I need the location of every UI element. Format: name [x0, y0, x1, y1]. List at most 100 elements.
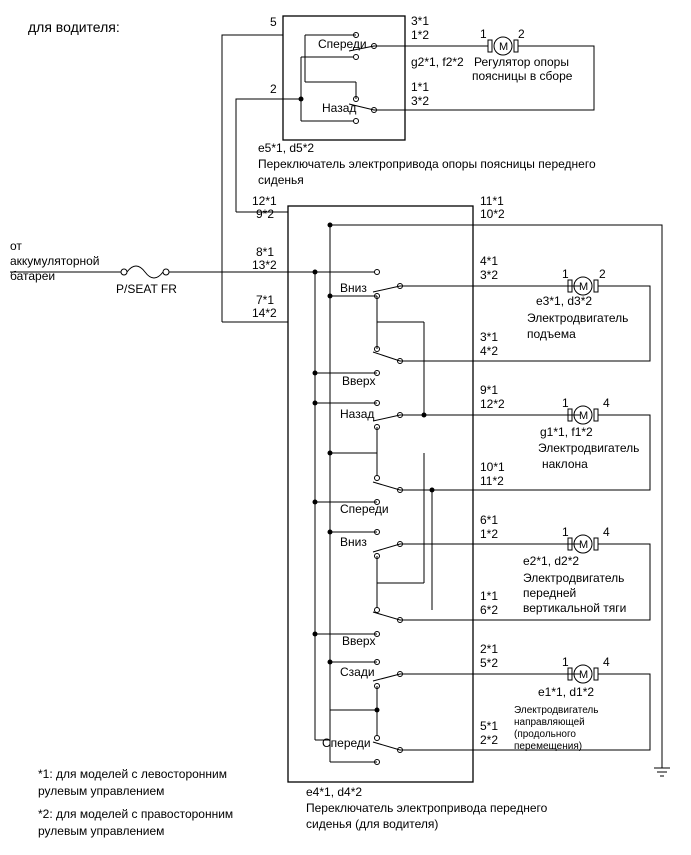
note-2-line-1: *2: для моделей с правосторонним — [38, 807, 233, 821]
seat-pin-9-2: 9*2 — [256, 207, 274, 221]
seat-down-2-label: Вниз — [340, 535, 367, 549]
lumbar-switch-code: e5*1, d5*2 — [258, 141, 314, 155]
motor-lift-code: e3*1, d3*2 — [536, 294, 592, 308]
motor-slide-pin-r: 4 — [603, 655, 610, 669]
seat-switch-box — [287, 205, 474, 783]
seat-pin-7-1: 7*1 — [256, 293, 274, 307]
lumbar-switch-name-2: сиденья — [258, 173, 304, 187]
battery-label-2: аккумуляторной — [10, 254, 100, 268]
seat-pin-5-2: 5*2 — [480, 656, 498, 670]
switch-slide — [315, 659, 651, 765]
note-1-line-2: рулевым управлением — [38, 784, 164, 798]
seat-pin-1-2: 1*2 — [480, 527, 498, 541]
motor-lift-pin-l: 1 — [562, 267, 569, 281]
motor-front-vertical-name-3: вертикальной тяги — [523, 601, 626, 615]
note-1-line-1: *1: для моделей с левосторонним — [38, 767, 227, 781]
motor-lift-name-2: подъема — [527, 327, 576, 341]
seat-pin-12-1: 12*1 — [252, 194, 277, 208]
motor-slide-name-4: перемещения) — [514, 741, 582, 752]
motor-recline-m: M — [579, 410, 588, 422]
seat-up-1-label: Вверх — [342, 374, 375, 388]
seat-rear-label: Сзади — [340, 665, 375, 679]
seat-pin-4-2: 4*2 — [480, 344, 498, 358]
seat-pin-12-2: 12*2 — [480, 397, 505, 411]
seat-pin-1-1: 1*1 — [480, 589, 498, 603]
motor-slide-pin-l: 1 — [562, 655, 569, 669]
seat-pin-5-1: 5*1 — [480, 719, 498, 733]
motor-front-vertical-name-2: передней — [523, 586, 576, 600]
seat-back-label: Назад — [340, 407, 374, 421]
motor-front-vertical-m: M — [579, 539, 588, 551]
page-title: для водителя: — [28, 19, 120, 35]
motor-recline-code: g1*1, f1*2 — [540, 425, 593, 439]
lumbar-motor-pin1: 1 — [480, 27, 487, 41]
motor-slide-m: M — [579, 669, 588, 681]
switch-front-vertical — [312, 453, 651, 637]
seat-pin-2-1: 2*1 — [480, 642, 498, 656]
motor-slide — [564, 664, 616, 684]
lumbar-back-label: Назад — [322, 101, 356, 115]
motor-lift-m: M — [579, 281, 588, 293]
lumbar-forward-label: Спереди — [318, 37, 367, 51]
motor-lift — [564, 276, 616, 296]
seat-pin-10-2: 10*2 — [480, 207, 505, 221]
seat-pin-13-2: 13*2 — [252, 258, 277, 272]
seat-down-1-label: Вниз — [340, 281, 367, 295]
switch-recline — [312, 322, 651, 610]
motor-front-vertical-pin-l: 1 — [562, 525, 569, 539]
lumbar-motor-pin2: 2 — [518, 27, 525, 41]
switch-lift — [312, 269, 651, 376]
seat-pin-2-2: 2*2 — [480, 733, 498, 747]
lumbar-motor-m: M — [499, 41, 508, 53]
motor-slide-name-3: (продольного — [514, 729, 576, 740]
lumbar-pin-2: 2 — [270, 82, 277, 96]
lumbar-motor-name-2: поясницы в сборе — [472, 69, 573, 83]
seat-pin-3-1: 3*1 — [480, 330, 498, 344]
motor-front-vertical-code: e2*1, d2*2 — [523, 554, 579, 568]
seat-forward-1-label: Спереди — [340, 502, 389, 516]
motor-front-vertical-name-1: Электродвигатель — [523, 571, 624, 585]
motor-recline-name-1: Электродвигатель — [538, 441, 639, 455]
seat-pin-6-1: 6*1 — [480, 513, 498, 527]
motor-recline-pin-l: 1 — [562, 396, 569, 410]
seat-pin-10-1: 10*1 — [480, 460, 505, 474]
motor-lift-name-1: Электродвигатель — [527, 311, 628, 325]
lumbar-motor-name-1: Регулятор опоры — [474, 55, 569, 69]
note-2-line-2: рулевым управлением — [38, 824, 164, 838]
motor-front-vertical — [564, 534, 616, 554]
seat-pin-9-1: 9*1 — [480, 383, 498, 397]
lumbar-node — [298, 96, 304, 102]
seat-switch-code: e4*1, d4*2 — [306, 785, 362, 799]
lumbar-pin-3-2: 3*2 — [411, 94, 429, 108]
seat-switch-name-1: Переключатель электропривода переднего — [306, 801, 548, 815]
lumbar-pin-5: 5 — [270, 15, 277, 29]
motor-lift-pin-r: 2 — [599, 267, 606, 281]
ground-icon — [654, 767, 670, 777]
motor-front-vertical-pin-r: 4 — [603, 525, 610, 539]
lumbar-pin-1-2: 1*2 — [411, 28, 429, 42]
lumbar-switch-box — [282, 15, 406, 141]
battery-label-3: батареи — [10, 269, 55, 283]
seat-pin-11-2: 11*2 — [480, 474, 504, 488]
motor-slide-code: e1*1, d1*2 — [538, 685, 594, 699]
lumbar-switch-name-1: Переключатель электропривода опоры поясн… — [258, 157, 596, 171]
fuse-label: P/SEAT FR — [116, 282, 177, 296]
motor-recline — [564, 405, 616, 425]
seat-up-2-label: Вверх — [342, 634, 375, 648]
lumbar-wire-5 — [221, 34, 283, 322]
seat-pin-3-2: 3*2 — [480, 268, 498, 282]
battery-label-1: от — [10, 239, 22, 253]
motor-recline-name-2: наклона — [542, 457, 588, 471]
seat-pin-8-1: 8*1 — [256, 245, 274, 259]
seat-pin-11-1: 11*1 — [480, 194, 504, 208]
seat-forward-2-label: Спереди — [322, 736, 371, 750]
fuse-symbol — [126, 265, 164, 279]
seat-switch-name-2: сиденья (для водителя) — [306, 817, 438, 831]
motor-slide-name-1: Электродвигатель — [514, 705, 598, 716]
lumbar-wire-2 — [235, 98, 283, 212]
lumbar-pin-3-1: 3*1 — [411, 14, 429, 28]
seat-pin-6-2: 6*2 — [480, 603, 498, 617]
seat-pin-14-2: 14*2 — [252, 306, 277, 320]
lumbar-motor-code: g2*1, f2*2 — [411, 55, 464, 69]
